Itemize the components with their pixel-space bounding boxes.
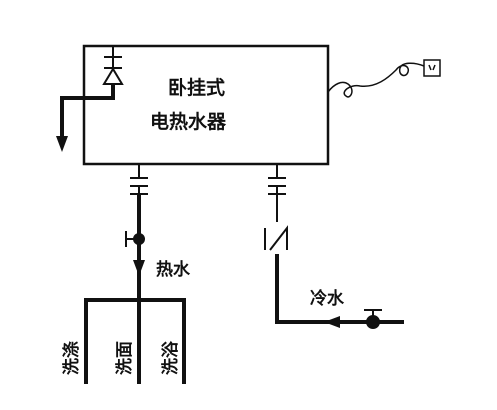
hot-water-arrow-icon: [133, 260, 145, 276]
drain-pipe: [60, 84, 115, 140]
hot-water-label: 热水: [156, 259, 191, 280]
hot-water-pipe: [130, 164, 148, 300]
cold-water-arrow-icon: [324, 316, 340, 328]
socket-icon: [423, 59, 441, 77]
cold-water-label: 冷水: [310, 288, 345, 309]
cold-water-line: [275, 254, 404, 324]
power-cord: [327, 62, 425, 98]
heater-box: [82, 44, 330, 166]
fixture-bath: 洗浴: [160, 340, 181, 375]
fixture-label: 洗浴: [160, 340, 181, 375]
cold-water-valve-icon: [364, 309, 382, 329]
hot-water-valve-icon: [125, 231, 145, 247]
heater-title-line1: 卧挂式: [168, 76, 225, 99]
cold-water-pipe: [268, 164, 286, 222]
drain-arrow-icon: [56, 136, 68, 152]
distribution-header: [84, 298, 186, 384]
fixture-label: 洗涤: [61, 341, 82, 375]
fixture-label: 洗面: [114, 341, 135, 375]
fixture-washing: 洗涤: [61, 341, 82, 375]
check-valve-icon: [264, 225, 288, 251]
safety-valve-icon: [102, 46, 124, 85]
fixture-face: 洗面: [114, 341, 135, 375]
heater-title-line2: 电热水器: [150, 110, 227, 133]
